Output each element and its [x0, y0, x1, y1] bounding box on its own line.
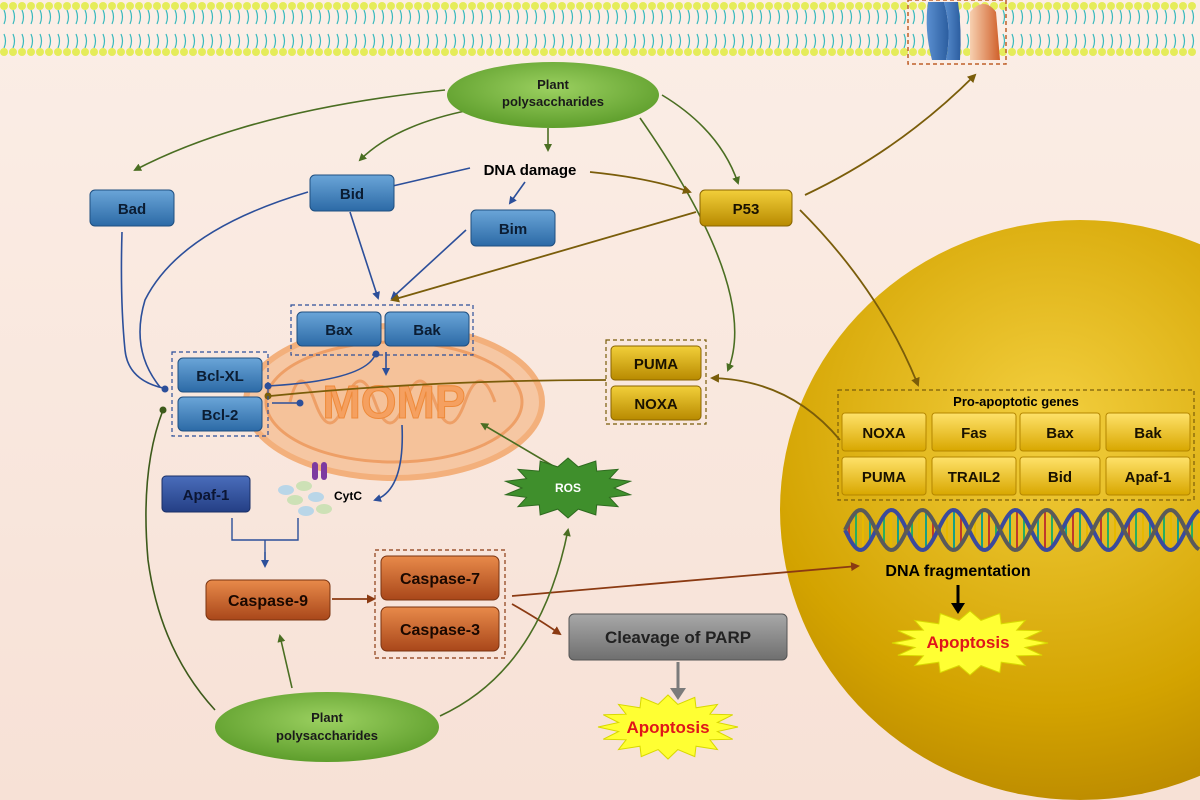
cytc-label: CytC — [334, 489, 362, 503]
puma-noxa-group: PUMA NOXA — [605, 339, 707, 425]
gene-label: PUMA — [862, 469, 906, 486]
gene-box: NOXA — [841, 412, 927, 452]
pro-apoptotic-title: Pro-apoptotic genes — [953, 394, 1079, 409]
apaf1-box: Apaf-1 — [161, 475, 251, 513]
bcl-2-label: Bcl-2 — [202, 407, 239, 424]
inhibit-bad-to-bcl — [120, 231, 164, 389]
arrow-plant-to-ros — [439, 528, 571, 717]
svg-text:polysaccharides: polysaccharides — [502, 94, 604, 109]
arrow-p53-to-channel — [804, 73, 977, 196]
momp-label: MOMP — [322, 376, 465, 428]
pro-apoptotic-genes-box: Pro-apoptotic genes — [837, 389, 1195, 501]
svg-text:Caspase-9: Caspase-9 — [228, 593, 308, 610]
inhibit-bax-bcl — [267, 351, 377, 387]
gene-box: TRAIL2 — [931, 456, 1017, 496]
arrow-ros-to-mito — [480, 422, 561, 471]
arrow-casp-to-parp — [511, 603, 562, 636]
svg-text:Bim: Bim — [499, 221, 527, 238]
gene-label: Apaf-1 — [1125, 469, 1172, 486]
inhibit-puma-to-bcl — [269, 379, 607, 397]
arrow-plant-to-casp9 — [277, 634, 293, 689]
bid-box: Bid — [309, 174, 395, 212]
gene-box: PUMA — [841, 456, 927, 496]
apoptosis-burst-right — [891, 610, 1049, 676]
caspase9-box: Caspase-9 — [205, 579, 331, 621]
bcl-group: Bcl-XL Bcl-2 — [171, 351, 269, 437]
arrow-plant-to-puma — [639, 117, 736, 372]
p53-box: P53 — [699, 189, 793, 227]
dna-damage-label: DNA damage — [484, 162, 577, 179]
arrow-dna-to-bim — [508, 181, 526, 205]
caspase-7-3-group: Caspase-7 Caspase-3 — [374, 549, 506, 659]
caspase3-label: Caspase-3 — [400, 622, 480, 639]
arrow-plant-to-bad — [133, 89, 446, 171]
arrow-dna-to-p53 — [589, 171, 692, 194]
apoptosis-right-label: Apoptosis — [926, 633, 1009, 652]
apoptosis-burst-left — [597, 694, 739, 760]
gene-box: Bid — [1019, 456, 1101, 496]
gene-box: Apaf-1 — [1105, 456, 1191, 496]
arrow-cytc-release — [373, 424, 404, 502]
gene-box: Bax — [1019, 412, 1101, 452]
arrow-plant-to-p53 — [661, 94, 740, 185]
bax-label: Bax — [325, 322, 353, 339]
bak-label: Bak — [413, 322, 441, 339]
arrow-casp-to-dna-frag — [511, 562, 860, 597]
arrow-p53-to-bax — [390, 211, 697, 303]
gene-label: Fas — [961, 425, 987, 442]
gene-label: NOXA — [862, 425, 906, 442]
dna-helix-icon — [843, 507, 1200, 553]
gene-box: Fas — [931, 412, 1017, 452]
inhibit-bid-to-bcl — [139, 191, 309, 388]
gene-label: Bax — [1046, 425, 1074, 442]
parp-box: Cleavage of PARP — [568, 613, 788, 661]
caspase7-label: Caspase-7 — [400, 571, 480, 588]
bad-box: Bad — [89, 189, 175, 227]
bim-box: Bim — [470, 209, 556, 247]
noxa-label: NOXA — [634, 396, 678, 413]
puma-label: PUMA — [634, 356, 678, 373]
arrow-dna-to-bid — [382, 167, 471, 191]
plant-polysaccharides-bottom: Plant polysaccharides — [215, 692, 439, 762]
nucleus — [780, 220, 1200, 800]
plant-polysaccharides-top: Plant polysaccharides — [447, 62, 659, 128]
gene-box: Bak — [1105, 412, 1191, 452]
svg-text:Plant: Plant — [537, 77, 569, 92]
gene-label: TRAIL2 — [948, 469, 1001, 486]
cytc-icon — [278, 462, 332, 516]
svg-text:Cleavage of PARP: Cleavage of PARP — [605, 628, 751, 647]
svg-text:Apaf-1: Apaf-1 — [183, 487, 230, 504]
arrow-bim-to-bax — [390, 229, 467, 300]
apoptosis-left-label: Apoptosis — [626, 718, 709, 737]
membrane-channel — [907, 0, 1007, 65]
svg-text:Bid: Bid — [340, 186, 364, 203]
dna-fragmentation-label: DNA fragmentation — [885, 563, 1030, 580]
svg-text:P53: P53 — [733, 201, 760, 218]
arrow-bid-to-bax — [349, 211, 380, 300]
svg-text:polysaccharides: polysaccharides — [276, 728, 378, 743]
gene-label: Bak — [1134, 425, 1162, 442]
arrow-p53-to-genes — [799, 209, 920, 387]
cell-membrane — [0, 0, 1200, 58]
inhibit-plant-to-bcl — [145, 409, 216, 711]
bax-bak-group: Bax Bak — [290, 304, 474, 356]
svg-text:Bad: Bad — [118, 201, 146, 218]
arrow-plant-to-bid — [358, 109, 471, 162]
ros-label: ROS — [555, 481, 581, 495]
ros-star — [503, 457, 633, 519]
svg-text:Plant: Plant — [311, 710, 343, 725]
bcl-xl-label: Bcl-XL — [196, 368, 244, 385]
gene-label: Bid — [1048, 469, 1072, 486]
arrow-genes-to-puma — [710, 373, 841, 441]
